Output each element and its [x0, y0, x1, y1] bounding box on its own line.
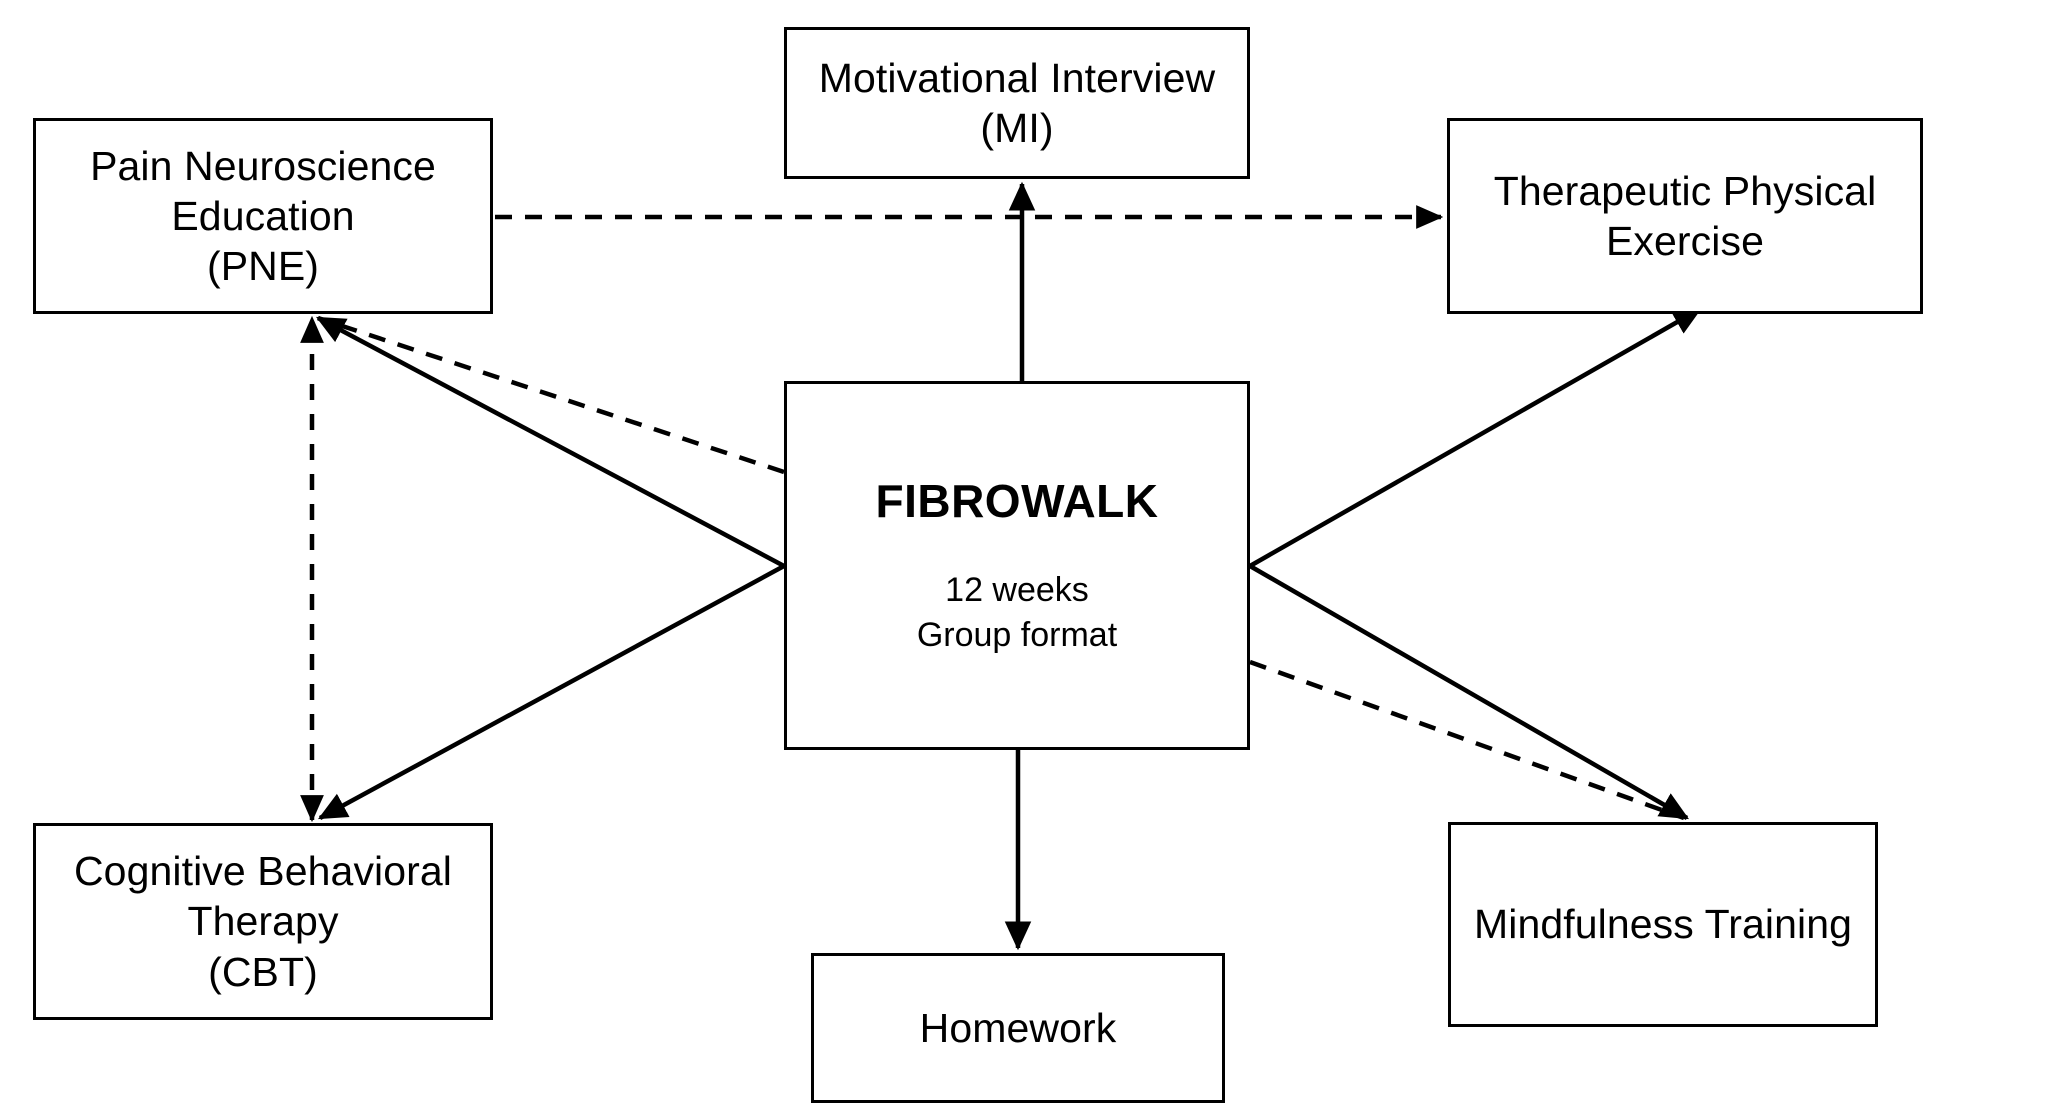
node-label-cbt: Cognitive Behavioral Therapy (CBT) — [73, 848, 453, 995]
node-label-mindfulness: Mindfulness Training — [1473, 901, 1853, 948]
edge-fibrowalk-to-mindfulness-dashed — [1249, 659, 1685, 821]
node-mindfulness-training[interactable]: Mindfulness Training — [1448, 822, 1878, 1027]
node-label-tpe: Therapeutic Physical Exercise — [1493, 167, 1877, 264]
edge-fibrowalk-to-pne — [315, 316, 786, 568]
node-label-pne: Pain Neuroscience Education (PNE) — [90, 142, 436, 289]
node-cognitive-behavioral-therapy[interactable]: Cognitive Behavioral Therapy (CBT) — [33, 823, 493, 1020]
node-label-homework: Homework — [919, 1004, 1117, 1051]
node-fibrowalk[interactable]: FIBROWALK 12 weeks Group format — [784, 381, 1250, 750]
node-homework[interactable]: Homework — [811, 953, 1225, 1103]
node-subtitle-fibrowalk: 12 weeks Group format — [916, 571, 1118, 654]
edge-fibrowalk-to-mindfulness — [1248, 564, 1689, 820]
node-motivational-interview[interactable]: Motivational Interview (MI) — [784, 27, 1250, 179]
node-pain-neuroscience-education[interactable]: Pain Neuroscience Education (PNE) — [33, 118, 493, 314]
edge-fibrowalk-to-pne-dashed — [317, 315, 785, 475]
node-title-fibrowalk: FIBROWALK — [875, 475, 1159, 528]
edge-fibrowalk-to-tpe — [1248, 307, 1703, 568]
edge-fibrowalk-to-cbt — [317, 564, 786, 820]
node-therapeutic-physical-exercise[interactable]: Therapeutic Physical Exercise — [1447, 118, 1923, 314]
node-label-mi: Motivational Interview (MI) — [818, 54, 1216, 151]
